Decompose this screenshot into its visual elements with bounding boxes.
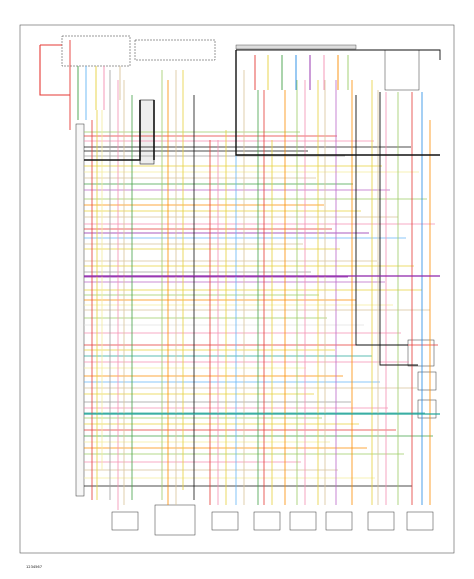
ground-wire (235, 50, 440, 156)
footer-code: 1234567 (26, 565, 42, 569)
right-module-3 (417, 399, 437, 419)
bottom-sensor-2 (154, 504, 196, 536)
ground-wire (355, 95, 408, 346)
bottom-sensor-1 (111, 511, 139, 531)
right-module-1 (407, 339, 435, 367)
component-outlines (61, 35, 437, 536)
right-connector-block (235, 44, 357, 50)
top-right-connector (384, 49, 420, 91)
bottom-sensor-5 (289, 511, 317, 531)
pcm-module (75, 123, 85, 497)
ground-wire (236, 49, 441, 60)
bottom-sensor-8 (406, 511, 434, 531)
diagram-frame (19, 24, 455, 554)
bottom-sensor-4 (253, 511, 281, 531)
ground-wire (84, 100, 141, 161)
bottom-sensor-6 (325, 511, 353, 531)
bottom-sensor-7 (367, 511, 395, 531)
top-center-fuse-box (134, 39, 216, 61)
power-wire (39, 45, 70, 96)
bottom-sensor-3 (211, 511, 239, 531)
wires-layer (39, 40, 441, 510)
ground-wire (379, 92, 418, 366)
top-left-fuse-box (61, 35, 131, 67)
right-module-2 (417, 371, 437, 391)
